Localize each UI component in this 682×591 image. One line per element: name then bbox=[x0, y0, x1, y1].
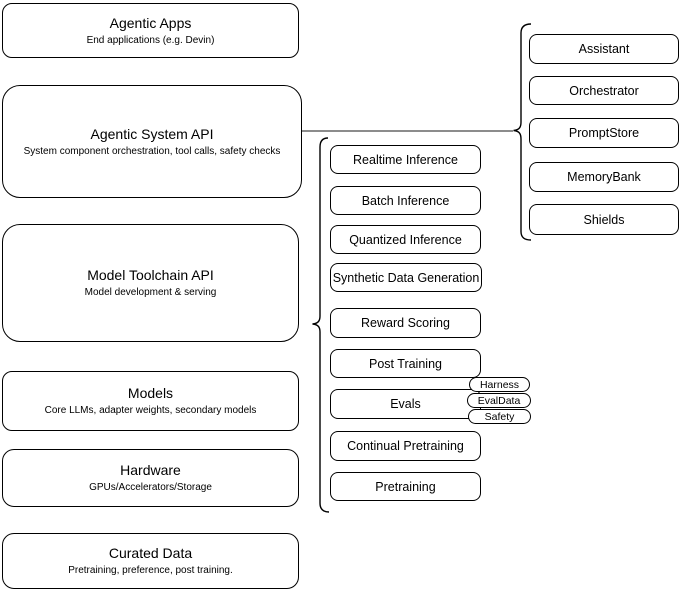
node-subtitle: Pretraining, preference, post training. bbox=[68, 565, 233, 576]
toolchain-item-reward-scoring: Reward Scoring bbox=[330, 308, 481, 338]
node-models: Models Core LLMs, adapter weights, secon… bbox=[2, 371, 299, 431]
system-item-memorybank: MemoryBank bbox=[529, 162, 679, 192]
node-hardware: Hardware GPUs/Accelerators/Storage bbox=[2, 449, 299, 507]
system-item-orchestrator: Orchestrator bbox=[529, 76, 679, 105]
node-subtitle: System component orchestration, tool cal… bbox=[23, 145, 281, 157]
toolchain-group-brace bbox=[312, 137, 330, 513]
system-item-promptstore: PromptStore bbox=[529, 118, 679, 148]
node-subtitle: GPUs/Accelerators/Storage bbox=[89, 482, 212, 493]
node-agentic-apps: Agentic Apps End applications (e.g. Devi… bbox=[2, 3, 299, 58]
eval-tag-evaldata: EvalData bbox=[467, 393, 531, 408]
system-item-shields: Shields bbox=[529, 204, 679, 235]
toolchain-item-batch-inference: Batch Inference bbox=[330, 186, 481, 215]
node-title: Agentic Apps bbox=[109, 14, 192, 31]
toolchain-item-synthetic-data-generation: Synthetic Data Generation bbox=[330, 263, 482, 292]
toolchain-item-quantized-inference: Quantized Inference bbox=[330, 225, 481, 254]
toolchain-item-post-training: Post Training bbox=[330, 349, 481, 378]
node-subtitle: End applications (e.g. Devin) bbox=[86, 34, 215, 46]
eval-tag-safety: Safety bbox=[468, 409, 531, 424]
system-item-assistant: Assistant bbox=[529, 34, 679, 64]
node-title: Hardware bbox=[120, 462, 181, 478]
node-agentic-system-api: Agentic System API System component orch… bbox=[2, 85, 302, 198]
node-subtitle: Core LLMs, adapter weights, secondary mo… bbox=[44, 405, 257, 416]
node-title: Agentic System API bbox=[90, 125, 214, 142]
node-title: Model Toolchain API bbox=[87, 267, 214, 283]
node-curated-data: Curated Data Pretraining, preference, po… bbox=[2, 533, 299, 589]
toolchain-item-pretraining: Pretraining bbox=[330, 472, 481, 501]
node-title: Curated Data bbox=[108, 545, 193, 561]
node-subtitle: Model development & serving bbox=[84, 287, 217, 298]
toolchain-item-continual-pretraining: Continual Pretraining bbox=[330, 431, 481, 461]
toolchain-item-realtime-inference: Realtime Inference bbox=[330, 145, 481, 174]
node-title: Models bbox=[127, 385, 174, 401]
toolchain-item-evals: Evals bbox=[330, 389, 481, 419]
eval-tag-harness: Harness bbox=[469, 377, 530, 392]
node-model-toolchain-api: Model Toolchain API Model development & … bbox=[2, 224, 299, 342]
